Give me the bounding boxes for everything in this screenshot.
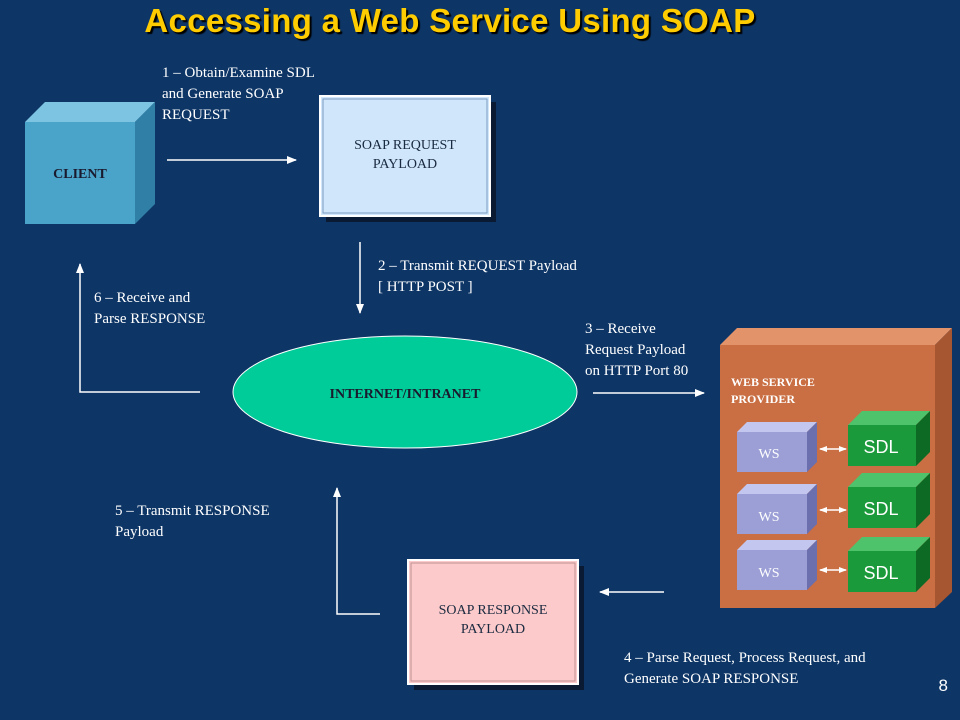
sdl-box-1 bbox=[848, 411, 930, 466]
soap-request-box bbox=[319, 95, 496, 222]
ws-label-1: WS bbox=[759, 447, 780, 462]
step5-label: 5 – Transmit RESPONSE Payload bbox=[115, 503, 270, 540]
ws-box-3 bbox=[737, 540, 817, 590]
page-number: 8 bbox=[938, 676, 948, 695]
soap-response-box bbox=[407, 559, 584, 690]
step6-label: 6 – Receive and Parse RESPONSE bbox=[94, 290, 206, 327]
ws-label-3: WS bbox=[759, 566, 780, 581]
arrow-step6 bbox=[76, 263, 200, 393]
sdl-label-2: SDL bbox=[863, 499, 898, 519]
ws-box-1 bbox=[737, 422, 817, 472]
step2-label: 2 – Transmit REQUEST Payload [ HTTP POST… bbox=[378, 258, 577, 295]
slide-title: Accessing a Web Service Using SOAP bbox=[144, 2, 756, 39]
soap-response-label: SOAP RESPONSE PAYLOAD bbox=[438, 603, 548, 637]
internet-label: INTERNET/INTRANET bbox=[330, 387, 482, 402]
ws-box-2 bbox=[737, 484, 817, 534]
soap-request-label: SOAP REQUEST PAYLOAD bbox=[354, 138, 456, 172]
arrow-step5 bbox=[333, 487, 380, 615]
sdl-box-2 bbox=[848, 473, 930, 528]
internet-ellipse: INTERNET/INTRANET bbox=[232, 335, 578, 449]
step4-label: 4 – Parse Request, Process Request, and … bbox=[624, 650, 866, 687]
sdl-box-3 bbox=[848, 537, 930, 592]
ws-label-2: WS bbox=[759, 510, 780, 525]
provider-label: WEB SERVICE PROVIDER bbox=[731, 375, 815, 406]
sdl-label-3: SDL bbox=[863, 563, 898, 583]
step1-label: 1 – Obtain/Examine SDL and Generate SOAP… bbox=[162, 65, 315, 123]
sdl-label-1: SDL bbox=[863, 437, 898, 457]
client-label: CLIENT bbox=[53, 167, 107, 182]
step3-label: 3 – Receive Request Payload on HTTP Port… bbox=[585, 321, 689, 379]
client-box: CLIENT bbox=[25, 102, 155, 224]
